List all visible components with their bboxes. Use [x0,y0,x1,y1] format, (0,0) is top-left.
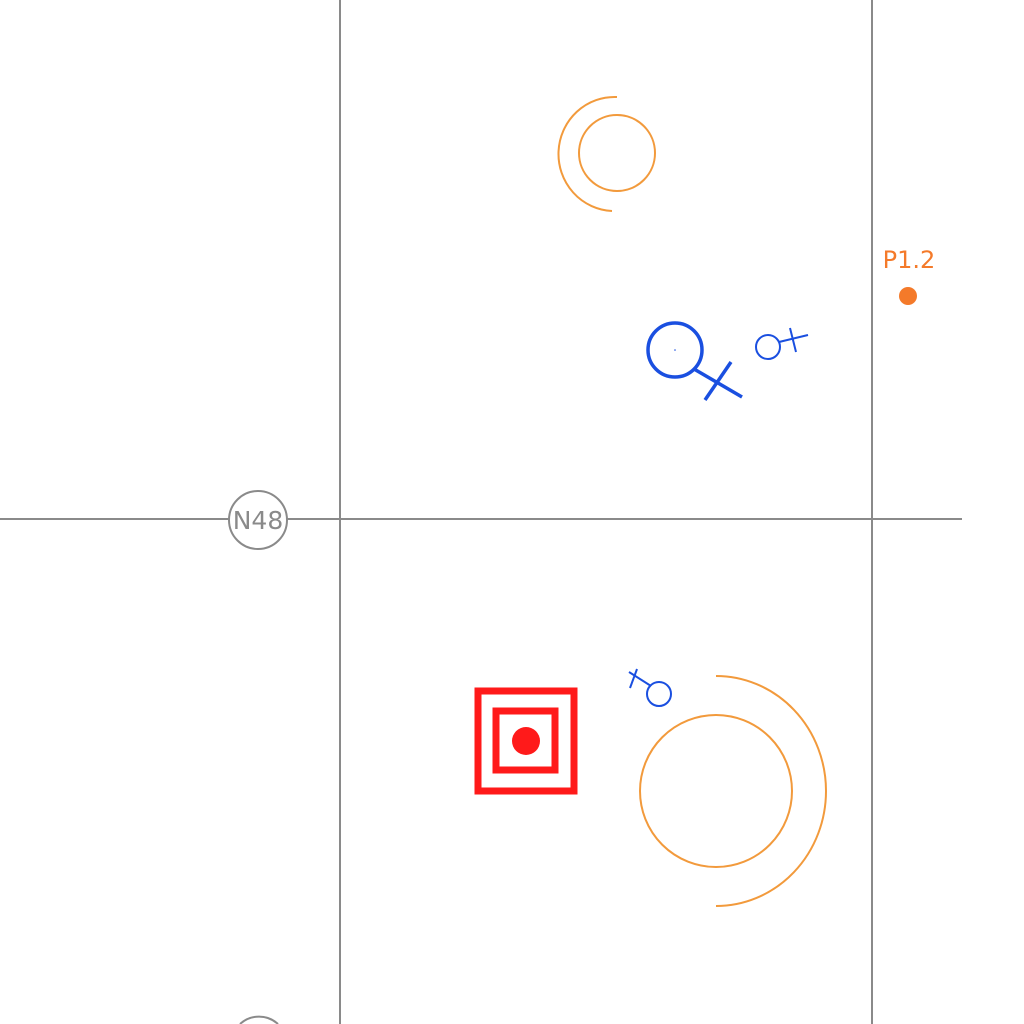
blue-large-center-dot [674,349,676,351]
grid-bubble-label: N48 [233,506,284,535]
point-label: P1.2 [883,246,936,274]
blue-large-circle [646,321,704,379]
red-inner-square [492,707,559,774]
grid-bubble-circle [228,490,288,550]
red-nested-square-target-symbol[interactable] [474,687,578,795]
blue-lower-circle [646,681,672,707]
blue-circle-cross-symbol-small[interactable] [755,327,809,360]
point-marker[interactable]: P1.2 [883,246,936,305]
grid-lines [0,0,962,1024]
orange-lower-outer-arc [715,675,827,907]
blue-lower-stem [628,671,652,687]
grid-axis-bubble[interactable]: N48 [228,490,288,550]
orange-double-arc-symbol-lower[interactable] [639,675,827,907]
orange-outer-arc [557,95,618,212]
blue-circle-cross-symbol-large[interactable] [646,321,743,401]
point-dot [899,287,917,305]
orange-inner-circle [578,114,656,192]
orange-lower-inner-circle [639,714,793,868]
red-outer-square [474,687,578,795]
orange-double-arc-symbol-upper[interactable] [557,95,656,212]
red-center-dot [512,727,540,755]
blue-lower-crossbar [629,668,638,689]
blue-circle-cross-symbol-lower[interactable] [628,668,672,707]
blue-small-crossbar [789,327,797,353]
blue-small-circle [755,334,781,360]
blue-large-crossbar [703,361,733,401]
grid-bubble-partial [239,1015,279,1024]
